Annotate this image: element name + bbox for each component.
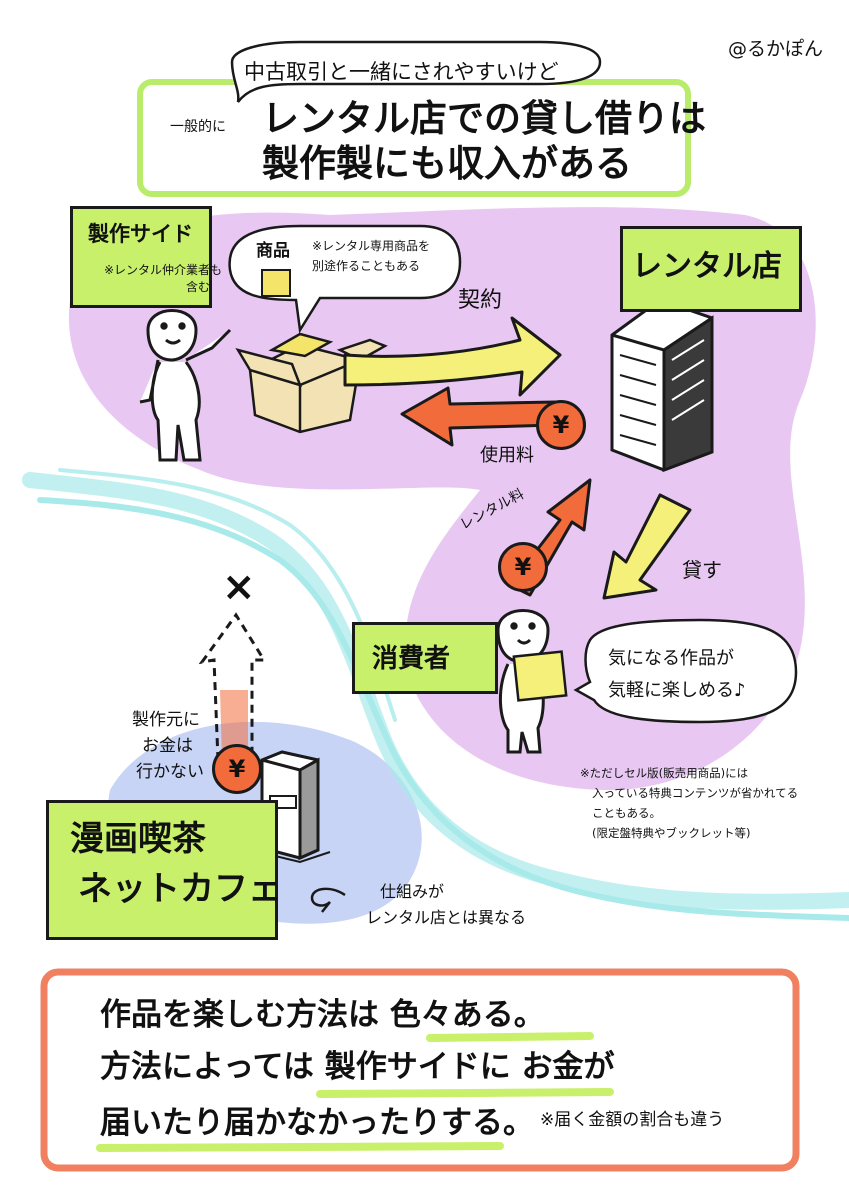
- author-credit: @るかぽん: [728, 40, 823, 59]
- production-note-line2: 含む: [186, 281, 210, 293]
- consumer-speech-line2: 気軽に楽しめる♪: [608, 682, 746, 700]
- yen-coin-rental: ¥: [498, 542, 548, 592]
- page-title-line1: レンタル店での貸し借りは: [262, 100, 706, 137]
- sell-note-line1: ※ただしセル版(販売用商品)には: [580, 768, 748, 780]
- header-prefix: 一般的に: [170, 120, 226, 134]
- goods-label: 商品: [256, 243, 290, 260]
- yen-coin-cafe: ¥: [212, 744, 262, 794]
- production-label: 製作サイド: [88, 224, 193, 245]
- summary-line1: 作品を楽しむ方法は 色々ある。: [100, 1000, 545, 1031]
- rental-shop-label: レンタル店: [632, 252, 782, 282]
- goods-note-line1: ※レンタル専用商品を: [312, 240, 430, 252]
- sell-note-line2: 入っている特典コンテンツが省かれてる: [592, 788, 798, 800]
- summary-note: ※届く金額の割合も違う: [540, 1112, 724, 1129]
- consumer-speech-line1: 気になる作品が: [608, 650, 734, 668]
- tablet: [514, 652, 566, 701]
- no-money-line2: お金は: [142, 738, 193, 755]
- highlight-todoku: [100, 1146, 500, 1148]
- cafe-label-line1: 漫画喫茶: [70, 822, 206, 856]
- no-money-line1: 製作元に: [132, 712, 200, 729]
- sell-note-line4: (限定盤特典やブックレット等): [592, 828, 750, 840]
- goods-note-line2: 別途作ることもある: [312, 260, 420, 272]
- blocked-cross-mark: ×: [222, 567, 256, 607]
- page-title-line2: 製作製にも収入がある: [262, 145, 632, 182]
- consumer-speech-bubble: [576, 620, 796, 722]
- contract-label: 契約: [458, 290, 502, 312]
- yen-coin-usage: ¥: [536, 400, 586, 450]
- goods-square: [262, 270, 290, 296]
- lend-label: 貸す: [682, 560, 722, 580]
- highlight-iroiro: [430, 1036, 590, 1038]
- header-bubble-text: 中古取引と一緒にされやすいけど: [244, 62, 559, 83]
- usage-fee-label: 使用料: [480, 447, 534, 465]
- cafe-label-line2: ネットカフェ: [78, 872, 282, 906]
- consumer-label: 消費者: [372, 646, 450, 672]
- mechanism-line1: 仕組みが: [380, 884, 444, 900]
- sell-note-line3: こともある。: [592, 808, 661, 820]
- highlight-side: [320, 1092, 610, 1094]
- mechanism-line2: レンタル店とは異なる: [366, 910, 526, 926]
- no-money-line3: 行かない: [136, 764, 204, 781]
- rental-building: [612, 300, 712, 470]
- summary-line3: 届いたり届かなかったりする。: [100, 1108, 534, 1139]
- summary-line2: 方法によっては 製作サイドに お金が: [100, 1052, 614, 1083]
- production-note-line1: ※レンタル仲介業者も: [104, 264, 222, 276]
